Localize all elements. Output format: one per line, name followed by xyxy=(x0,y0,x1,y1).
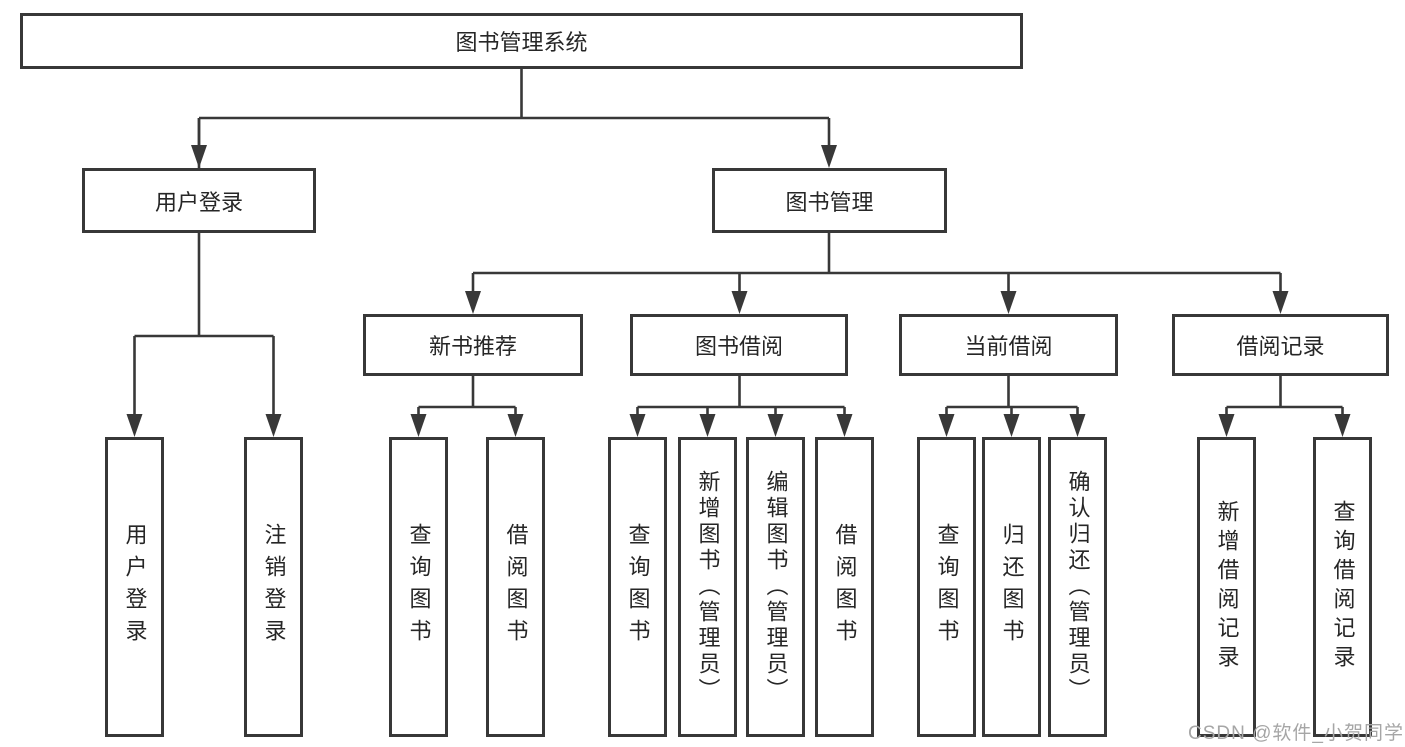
leaf-edit-book-admin-label: 编辑图书（管理员） xyxy=(763,470,789,704)
watermark: CSDN @软件_小贺同学 xyxy=(1188,723,1404,744)
leaf-query-book-2-label: 查询图书 xyxy=(625,523,651,651)
node-book-management: 图书管理 xyxy=(712,168,947,233)
node-current-borrow: 当前借阅 xyxy=(899,314,1118,376)
leaf-add-book-admin-label: 新增图书（管理员） xyxy=(695,470,721,704)
leaf-add-borrow-record-label: 新增借阅记录 xyxy=(1214,500,1240,674)
leaf-edit-book-admin: 编辑图书（管理员） xyxy=(746,437,805,737)
node-user-login: 用户登录 xyxy=(82,168,316,233)
leaf-borrow-book-1-label: 借阅图书 xyxy=(503,523,529,651)
node-new-book-recommend-label: 新书推荐 xyxy=(428,334,517,359)
leaf-return-book: 归还图书 xyxy=(982,437,1041,737)
node-book-management-label: 图书管理 xyxy=(785,189,874,215)
leaf-borrow-book-1: 借阅图书 xyxy=(486,437,545,737)
leaf-query-book-3: 查询图书 xyxy=(917,437,976,737)
leaf-query-book-1: 查询图书 xyxy=(389,437,448,737)
node-borrow-record-label: 借阅记录 xyxy=(1236,334,1325,359)
node-new-book-recommend: 新书推荐 xyxy=(363,314,583,376)
leaf-query-book-1-label: 查询图书 xyxy=(406,523,432,651)
node-book-borrow: 图书借阅 xyxy=(630,314,848,376)
node-root: 图书管理系统 xyxy=(20,13,1023,69)
node-root-label: 图书管理系统 xyxy=(455,30,588,55)
leaf-return-book-label: 归还图书 xyxy=(999,523,1025,651)
leaf-logout: 注销登录 xyxy=(244,437,303,737)
leaf-query-borrow-record: 查询借阅记录 xyxy=(1313,437,1372,737)
leaf-user-login-label: 用户登录 xyxy=(122,523,148,651)
leaf-confirm-return-admin: 确认归还（管理员） xyxy=(1048,437,1107,737)
leaf-borrow-book-2-label: 借阅图书 xyxy=(832,523,858,651)
node-borrow-record: 借阅记录 xyxy=(1172,314,1389,376)
leaf-borrow-book-2: 借阅图书 xyxy=(815,437,874,737)
leaf-query-book-3-label: 查询图书 xyxy=(934,523,960,651)
node-user-login-label: 用户登录 xyxy=(154,189,243,215)
node-book-borrow-label: 图书借阅 xyxy=(694,334,783,359)
node-current-borrow-label: 当前借阅 xyxy=(964,334,1053,359)
leaf-add-book-admin: 新增图书（管理员） xyxy=(678,437,737,737)
leaf-query-borrow-record-label: 查询借阅记录 xyxy=(1330,500,1356,674)
leaf-logout-label: 注销登录 xyxy=(261,523,287,651)
leaf-query-book-2: 查询图书 xyxy=(608,437,667,737)
leaf-user-login: 用户登录 xyxy=(105,437,164,737)
leaf-add-borrow-record: 新增借阅记录 xyxy=(1197,437,1256,737)
leaf-confirm-return-admin-label: 确认归还（管理员） xyxy=(1065,470,1091,704)
